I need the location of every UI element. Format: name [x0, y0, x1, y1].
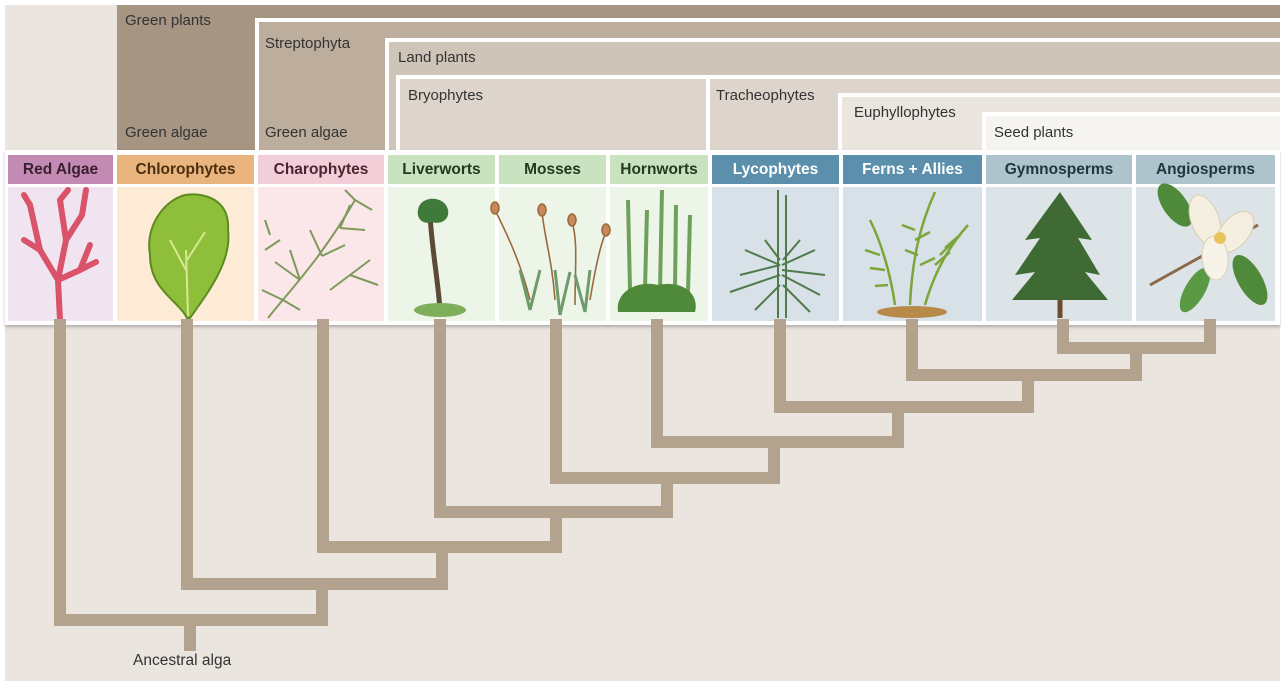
label-ancestral-alga: Ancestral alga — [133, 652, 231, 670]
branch-gymnosperms — [1063, 325, 1210, 348]
branch-mosses — [556, 325, 774, 478]
branch-lycophytes — [780, 325, 1028, 407]
